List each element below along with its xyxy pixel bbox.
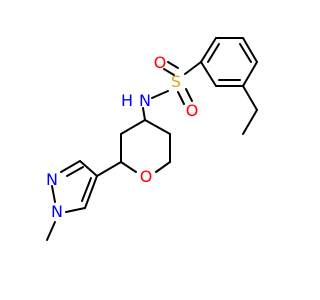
bond: [120, 119, 146, 135]
bond: [46, 221, 56, 241]
double-bond: [66, 166, 84, 177]
nitrogen-atom-label: N: [139, 91, 151, 110]
benzene-ring: [200, 37, 258, 87]
bond: [142, 107, 146, 121]
bond: [151, 90, 169, 99]
double-bond: [81, 177, 92, 202]
sulfur-atom-label: S: [171, 72, 181, 91]
bond: [144, 119, 171, 135]
double-bond: [167, 61, 179, 69]
molecule-diagram: S O O N H O N N: [46, 37, 258, 241]
pyrazole-ring: [51, 160, 98, 213]
sulfonyl-bonds: [151, 61, 202, 105]
aromatic-double-bond: [239, 43, 252, 63]
bond: [84, 175, 98, 209]
bond: [79, 160, 98, 177]
bond: [200, 37, 217, 63]
bond: [96, 161, 122, 177]
bond: [242, 109, 258, 135]
ethyl-group: [242, 85, 258, 135]
double-bond: [177, 91, 185, 105]
nitrogen-atom-label: N: [46, 170, 58, 189]
nitrogen-atom-label: N: [51, 202, 63, 221]
bond: [155, 161, 171, 173]
oxygen-atom-label: O: [186, 101, 199, 120]
bond: [184, 61, 202, 75]
molecule-svg: S O O N H O N N: [46, 37, 258, 241]
hydrogen-atom-label: H: [121, 91, 133, 110]
aromatic-double-bond: [207, 43, 220, 63]
bond: [242, 37, 258, 63]
double-bond: [163, 68, 175, 76]
bond: [65, 207, 86, 213]
oxane-ring: [120, 119, 171, 173]
bond: [51, 185, 56, 203]
bond: [60, 160, 81, 173]
oxygen-atom-label: O: [140, 167, 153, 186]
bond: [242, 85, 258, 111]
double-bond: [185, 88, 193, 102]
bond: [200, 61, 217, 87]
bond: [120, 161, 137, 173]
oxygen-atom-label: O: [154, 53, 167, 72]
bond: [242, 61, 258, 87]
